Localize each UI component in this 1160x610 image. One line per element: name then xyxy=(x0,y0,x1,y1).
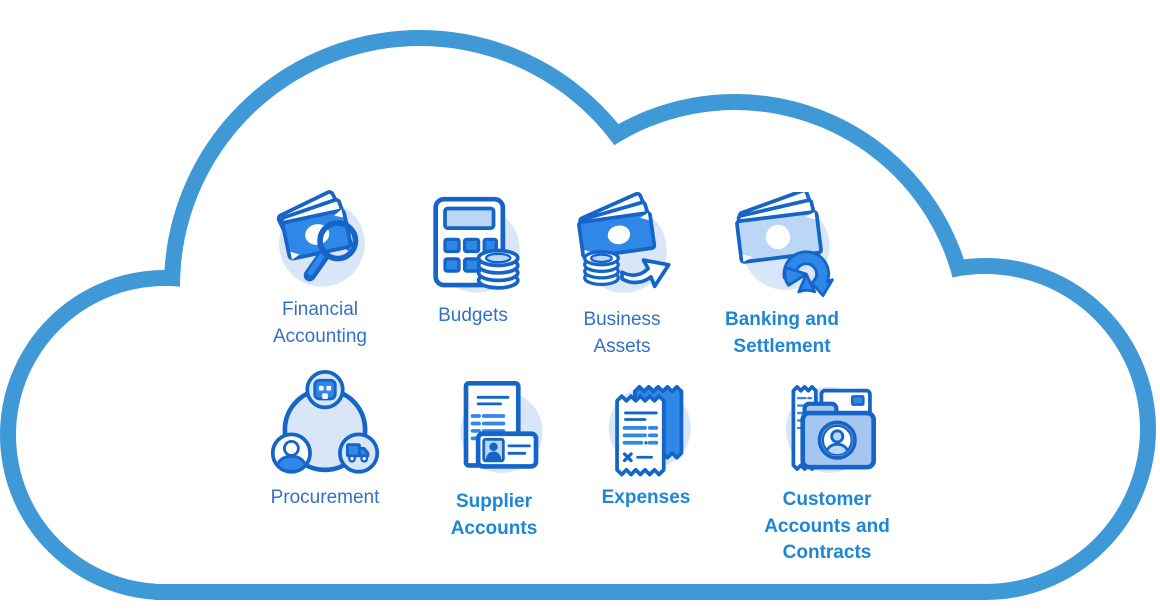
receipts-icon xyxy=(608,384,691,477)
capability-label: Procurement xyxy=(270,487,380,508)
capability-label: Financial Accounting xyxy=(272,299,367,347)
capability-label: Banking and Settlement xyxy=(724,309,839,357)
banknote-piechart-icon xyxy=(735,192,834,297)
capability-item-banking-and-settlement: Banking and Settlement xyxy=(717,192,847,360)
capability-label: Budgets xyxy=(438,305,508,326)
invoice-idcard-icon xyxy=(460,381,543,473)
banknotes-magnifier-icon xyxy=(276,190,365,287)
customer-folder-icon xyxy=(785,385,876,473)
capability-item-customer-accounts-and-contracts: Customer Accounts and Contracts xyxy=(752,372,902,567)
banknote-coins-arrow-icon xyxy=(577,192,671,293)
capability-label: Supplier Accounts xyxy=(450,491,538,539)
capability-label: Customer Accounts and Contracts xyxy=(764,489,890,564)
capability-item-procurement: Procurement xyxy=(245,370,405,512)
capability-label: Expenses xyxy=(601,487,691,508)
capability-label: Business Assets xyxy=(583,309,661,357)
calculator-coins-icon xyxy=(433,196,520,293)
capability-item-expenses: Expenses xyxy=(581,370,711,512)
capability-item-financial-accounting: Financial Accounting xyxy=(245,182,395,350)
capability-item-supplier-accounts: Supplier Accounts xyxy=(439,374,549,542)
capability-item-business-assets: Business Assets xyxy=(567,192,677,360)
capability-item-budgets: Budgets xyxy=(403,188,543,330)
supplier-network-icon xyxy=(270,370,380,474)
